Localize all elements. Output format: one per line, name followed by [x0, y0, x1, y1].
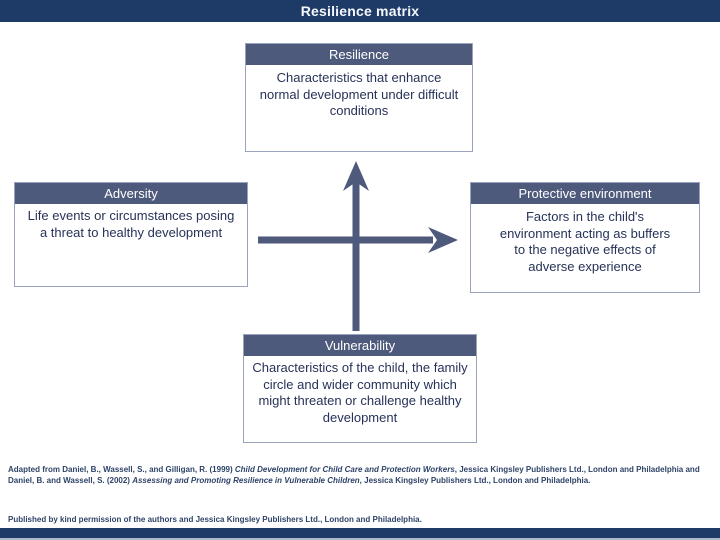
- protective-environment-box-body: Factors in the child's environment actin…: [499, 209, 671, 274]
- citation-text: Adapted from Daniel, B., Wassell, S., an…: [8, 465, 700, 485]
- up-arrow-icon: [343, 161, 369, 191]
- vulnerability-box-header: Vulnerability: [244, 335, 476, 356]
- bottom-strip: [0, 538, 720, 540]
- permission-text: Published by kind permission of the auth…: [8, 515, 422, 524]
- right-arrow-icon: [428, 227, 458, 253]
- adversity-box: Adversity Life events or circumstances p…: [14, 182, 248, 287]
- protective-environment-box: Protective environment Factors in the ch…: [470, 182, 700, 293]
- vertical-axis-line: [352, 180, 360, 331]
- protective-environment-box-header: Protective environment: [471, 183, 699, 204]
- horizontal-axis-line: [258, 236, 433, 244]
- adversity-box-header: Adversity: [15, 183, 247, 204]
- resilience-box-header: Resilience: [246, 44, 472, 65]
- resilience-box-body: Characteristics that enhance normal deve…: [259, 70, 459, 118]
- page-title: Resilience matrix: [300, 3, 420, 19]
- bottom-bar: [0, 528, 720, 538]
- adversity-box-body: Life events or circumstances posing a th…: [27, 208, 235, 240]
- vulnerability-box-body: Characteristics of the child, the family…: [252, 360, 468, 425]
- title-bar: Resilience matrix: [0, 0, 720, 22]
- resilience-box: Resilience Characteristics that enhance …: [245, 43, 473, 152]
- vulnerability-box: Vulnerability Characteristics of the chi…: [243, 334, 477, 443]
